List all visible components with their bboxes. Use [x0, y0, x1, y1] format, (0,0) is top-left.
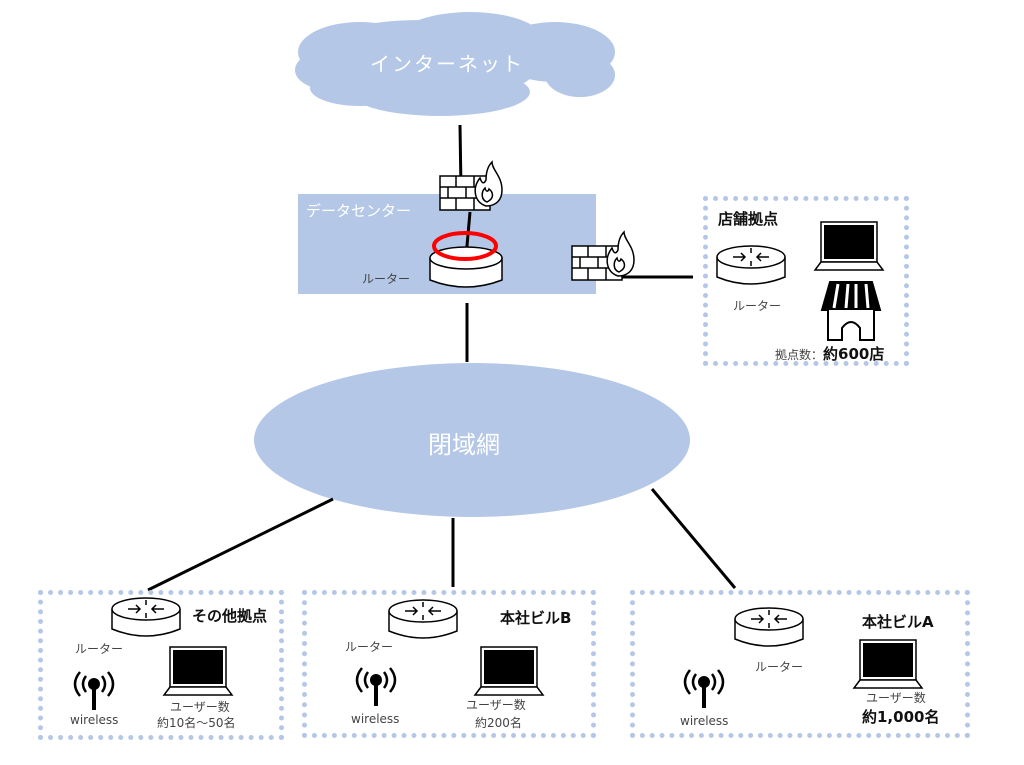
hq-a-users-value: 約1,000名 — [862, 708, 940, 726]
hq-a-title: 本社ビルA — [862, 613, 934, 631]
store-count: 拠点数：約600店 — [775, 343, 884, 364]
store-icon — [820, 281, 882, 341]
laptop-icon — [813, 221, 885, 271]
router-icon — [111, 597, 181, 637]
store-count-value: 約600店 — [823, 345, 885, 363]
other-site-title: その他拠点 — [192, 607, 268, 625]
firewall-icon — [571, 230, 635, 281]
hq-b-wireless-label: wireless — [351, 712, 400, 726]
router-icon — [388, 599, 458, 639]
store-site-title: 店舗拠点 — [718, 210, 779, 228]
wireless-icon — [683, 669, 725, 708]
router-icon — [734, 607, 804, 647]
other-site-box — [38, 590, 284, 740]
firewall-icon — [439, 160, 503, 211]
other-wireless-label: wireless — [70, 713, 119, 727]
link-closednet-other — [147, 497, 334, 592]
other-users-value: 約10名～50名 — [157, 716, 236, 730]
datacenter-router-label: ルーター — [362, 272, 411, 286]
closed-network-ellipse — [254, 363, 690, 517]
internet-label: インターネット — [370, 52, 524, 76]
other-users-label: ユーザー数 — [170, 700, 230, 714]
link-closednet-hqa — [650, 488, 737, 589]
hq-a-users-label: ユーザー数 — [866, 691, 926, 705]
router-icon — [716, 245, 786, 285]
store-count-prefix: 拠点数： — [775, 348, 824, 362]
laptop-icon — [473, 646, 545, 696]
internet-cloud — [295, 12, 615, 116]
hq-b-box — [302, 590, 596, 738]
wireless-icon — [355, 667, 397, 706]
datacenter-label: データセンター — [306, 202, 412, 220]
wireless-icon — [73, 671, 115, 710]
laptop-icon — [162, 646, 234, 696]
store-site-box — [703, 196, 909, 366]
hq-b-users-label: ユーザー数 — [466, 698, 526, 712]
laptop-icon — [852, 639, 924, 689]
other-router-label: ルーター — [75, 642, 124, 656]
store-router-label: ルーター — [733, 299, 782, 313]
hq-b-router-label: ルーター — [345, 640, 394, 654]
hq-a-router-label: ルーター — [755, 660, 804, 674]
hq-a-wireless-label: wireless — [680, 714, 729, 728]
hq-b-title: 本社ビルB — [500, 609, 572, 627]
hq-a-box — [630, 590, 970, 738]
closed-network-label: 閉域網 — [428, 431, 500, 459]
hq-b-users-value: 約200名 — [475, 716, 522, 730]
highlight-ellipse-marker — [432, 231, 498, 261]
